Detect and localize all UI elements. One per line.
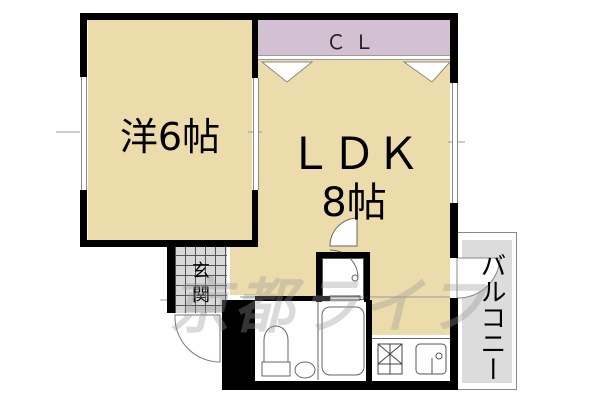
wall-bath-left — [222, 300, 255, 390]
window-middle — [253, 78, 259, 190]
kitchen-sink-icon — [415, 343, 447, 375]
wall-bath-top — [255, 296, 330, 301]
wall-kitchen-left — [366, 300, 372, 382]
wall-left-lower — [80, 190, 87, 247]
wall-right-mid — [450, 203, 458, 258]
closet-label: ＣＬ — [326, 30, 382, 54]
entrance-label-1: 玄 — [192, 261, 210, 282]
closet-door-right-icon — [402, 61, 452, 83]
western-room-floor — [88, 19, 252, 240]
wall-middle-lower — [252, 190, 258, 247]
wall-washer-right — [364, 252, 370, 302]
kitchen-floor — [372, 300, 450, 335]
window-left — [81, 77, 87, 190]
wall-right-lower — [450, 298, 458, 390]
ldk-size-label: 8帖 — [321, 180, 387, 226]
wall-bottom — [222, 381, 458, 390]
toilet-icon — [261, 325, 291, 377]
wall-entrance-left — [167, 245, 175, 313]
sink-basin-icon — [294, 361, 316, 379]
entrance-door-icon — [174, 314, 221, 363]
wall-right-upper — [450, 13, 458, 83]
wall-washer-top — [316, 252, 370, 258]
wall-top-left — [80, 13, 258, 20]
balcony-label: バルコニー — [476, 252, 506, 382]
ldk-label: ＬＤＫ — [288, 129, 420, 180]
closet — [258, 19, 450, 55]
entrance — [175, 245, 227, 313]
bathtub-icon — [321, 306, 365, 376]
western-room-label: 洋6帖 — [119, 115, 221, 159]
wall-room-bottom — [80, 240, 258, 247]
entrance-label-2: 関 — [192, 285, 210, 306]
hall-floor — [230, 245, 320, 295]
wall-middle-upper — [252, 13, 258, 78]
balcony-door-icon — [456, 257, 501, 299]
washer-space — [322, 258, 364, 300]
wall-left-upper — [80, 13, 87, 77]
door-swing-icon — [329, 217, 358, 247]
closet-door-left-icon — [260, 61, 314, 83]
wall-top-right — [252, 13, 458, 20]
watermark: 京都ライフ — [170, 272, 490, 342]
washer-drain-icon — [351, 274, 359, 282]
wall-washer-left — [316, 252, 322, 302]
window-right — [452, 83, 458, 203]
closet-sill — [258, 55, 450, 60]
stove-icon — [377, 343, 403, 375]
